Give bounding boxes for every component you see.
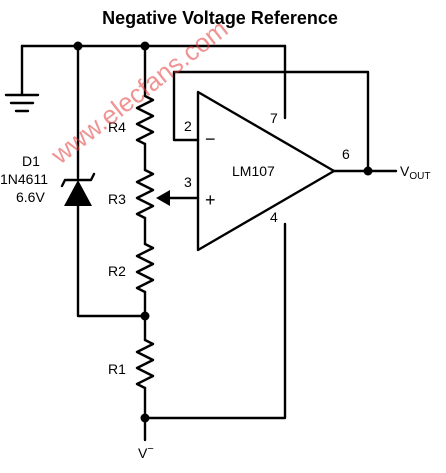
node-dot-output [363, 166, 373, 176]
label-r3: R3 [108, 191, 126, 207]
potentiometer-wiper-arrow [156, 190, 200, 206]
pin-number-3: 3 [184, 174, 192, 190]
feedback-wire [172, 70, 370, 173]
label-r4: R4 [108, 119, 126, 135]
pin4-supply-wire [143, 222, 287, 420]
noninverting-sign: + [205, 190, 216, 210]
output-label: VOUT [400, 163, 430, 182]
negative-supply-label: V− [138, 443, 154, 461]
opamp-triangle [196, 90, 336, 252]
diode-part-label: 1N4611 [0, 171, 48, 187]
resistor-r4 [135, 94, 155, 146]
pin-number-4: 4 [270, 209, 278, 225]
resistor-r3 [135, 168, 155, 220]
diode-voltage-label: 6.6V [16, 189, 45, 205]
inverting-sign: − [205, 129, 216, 149]
resistor-r2 [135, 242, 155, 294]
pin-number-6: 6 [342, 146, 350, 162]
pin-number-7: 7 [270, 110, 278, 126]
diode-ref-label: D1 [22, 153, 40, 169]
node-dot-middle [140, 311, 150, 321]
label-r2: R2 [108, 263, 126, 279]
ground-icon [4, 93, 40, 113]
pin-number-2: 2 [184, 118, 192, 134]
zener-diode-icon [60, 172, 96, 206]
diagram-title: Negative Voltage Reference [102, 8, 338, 28]
label-r1: R1 [108, 361, 126, 377]
resistor-r1 [135, 338, 155, 390]
diode-bottom-wire [76, 204, 147, 318]
opamp-part-label: LM107 [232, 163, 275, 179]
